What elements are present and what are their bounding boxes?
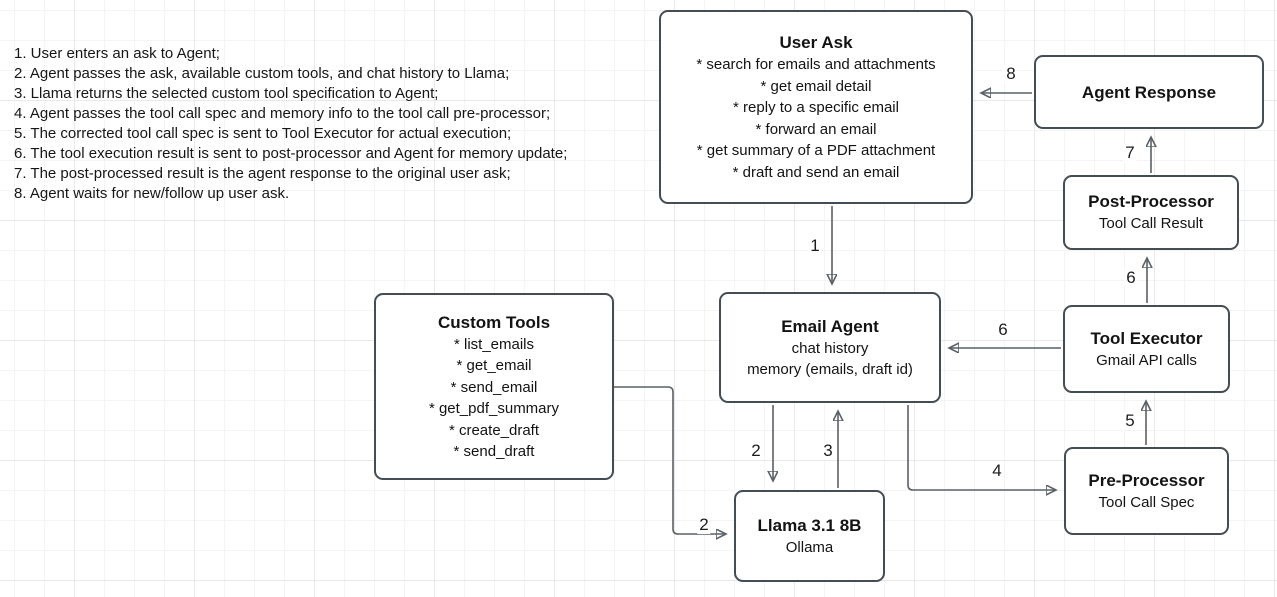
node-agent-response[interactable]: Agent Response [1034, 55, 1264, 129]
edge-label-step8: 8 [1004, 64, 1018, 83]
node-custom-tools-item: * create_draft [448, 421, 540, 439]
legend-note-line: 4. Agent passes the tool call spec and m… [14, 105, 551, 122]
edge-label-step6-post: 6 [1124, 268, 1138, 287]
node-tool-executor-title: Tool Executor [1090, 328, 1203, 348]
node-user-ask-item: * search for emails and attachments [696, 56, 936, 73]
legend-note-line: 7. The post-processed result is the agen… [14, 165, 511, 182]
node-post-processor[interactable]: Post-Processor Tool Call Result [1063, 175, 1239, 250]
node-custom-tools[interactable]: Custom Tools * list_emails * get_email *… [374, 293, 614, 480]
node-llama-subtitle: Ollama [785, 538, 834, 556]
node-pre-processor-subtitle: Tool Call Spec [1098, 493, 1195, 511]
arrow-step4-email-agent-to-pre-processor[interactable] [907, 405, 1056, 490]
node-email-agent[interactable]: Email Agent chat history memory (emails,… [719, 292, 941, 403]
node-post-processor-title: Post-Processor [1088, 192, 1214, 212]
node-llama[interactable]: Llama 3.1 8B Ollama [734, 490, 885, 582]
node-custom-tools-item: * list_emails [453, 335, 535, 353]
node-post-processor-subtitle: Tool Call Result [1098, 215, 1204, 233]
node-user-ask-item: * reply to a specific email [733, 99, 899, 116]
node-pre-processor-title: Pre-Processor [1088, 470, 1205, 490]
node-user-ask-item: * draft and send an email [732, 163, 900, 181]
edge-label-step4: 4 [990, 461, 1004, 480]
node-custom-tools-item: * send_email [450, 378, 538, 396]
node-email-agent-line: memory (emails, draft id) [747, 361, 913, 378]
node-tool-executor[interactable]: Tool Executor Gmail API calls [1063, 305, 1230, 393]
node-user-ask[interactable]: User Ask * search for emails and attachm… [659, 10, 973, 204]
node-user-ask-title: User Ask [779, 33, 853, 52]
edge-label-step2-agent: 2 [749, 441, 763, 460]
edge-label-step5: 5 [1123, 411, 1137, 430]
node-user-ask-item: * get email detail [760, 77, 872, 95]
legend-note-line: 1. User enters an ask to Agent; [14, 45, 220, 62]
legend-note-line: 3. Llama returns the selected custom too… [14, 85, 439, 102]
edge-label-step3: 3 [821, 441, 835, 460]
node-email-agent-title: Email Agent [781, 316, 879, 336]
edge-label-step2-tools: 2 [697, 515, 711, 534]
node-pre-processor[interactable]: Pre-Processor Tool Call Spec [1064, 447, 1229, 535]
legend-notes: 1. User enters an ask to Agent; 2. Agent… [14, 44, 567, 204]
edge-label-step1: 1 [808, 236, 822, 255]
legend-note-line: 5. The corrected tool call spec is sent … [14, 125, 512, 142]
node-custom-tools-item: * send_draft [453, 443, 535, 460]
node-custom-tools-item: * get_pdf_summary [428, 400, 560, 417]
node-email-agent-line: chat history [791, 339, 869, 357]
node-tool-executor-subtitle: Gmail API calls [1096, 351, 1197, 369]
node-agent-response-title: Agent Response [1081, 82, 1217, 102]
arrow-step2-custom-tools-to-llama[interactable] [614, 386, 726, 534]
legend-note-line: 8. Agent waits for new/follow up user as… [14, 185, 290, 202]
node-user-ask-item: * forward an email [755, 120, 877, 138]
legend-note-line: 6. The tool execution result is sent to … [14, 145, 568, 162]
edge-label-step7: 7 [1123, 143, 1137, 162]
node-llama-title: Llama 3.1 8B [757, 515, 862, 535]
node-custom-tools-item: * get_email [456, 357, 532, 374]
edge-label-step6-agent: 6 [996, 320, 1010, 339]
legend-note-line: 2. Agent passes the ask, available custo… [14, 65, 510, 82]
node-user-ask-item: * get summary of a PDF attachment [696, 142, 936, 159]
node-custom-tools-title: Custom Tools [437, 312, 551, 332]
